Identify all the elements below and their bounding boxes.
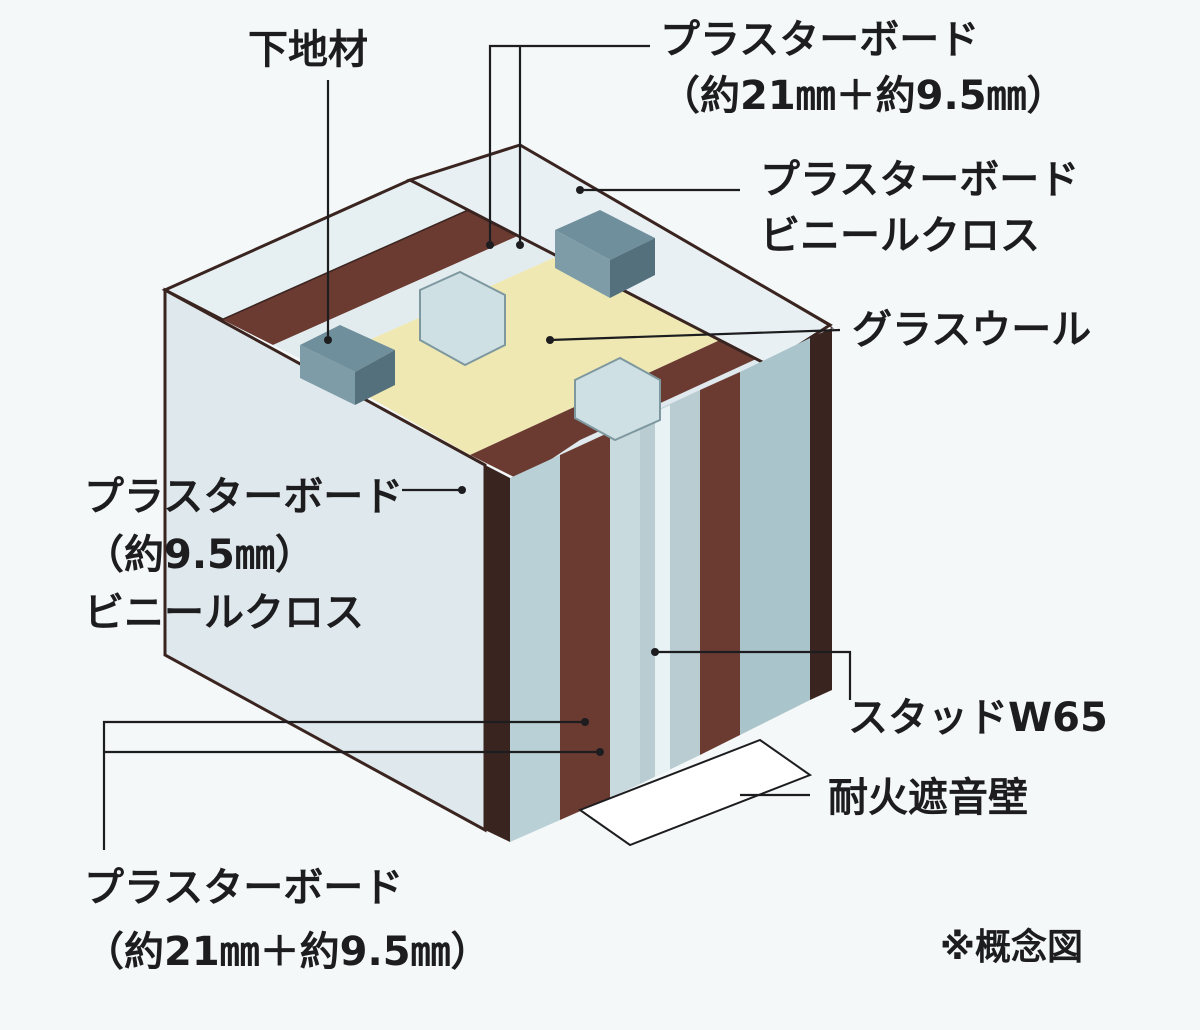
wall-sheet-outline (577, 738, 813, 847)
label-top-right-board: プラスターボード （約21㎜＋約9.5㎜） (660, 12, 1067, 124)
leader-dot (546, 336, 554, 344)
label-line: （約21㎜＋約9.5㎜） (84, 929, 491, 975)
label-glass-wool: グラスウール (852, 302, 1091, 358)
leader-dot (576, 186, 584, 194)
leader-dot (458, 486, 466, 494)
leader-bottom (102, 720, 585, 850)
leader-dot (596, 748, 604, 756)
stud-channel-2 (574, 356, 661, 442)
base-blocks (300, 210, 655, 405)
label-line: ビニールクロス (84, 590, 364, 636)
label-base-material: 下地材 (248, 22, 368, 78)
glass-wool-top (313, 255, 720, 455)
front-brown-board-top (223, 210, 520, 345)
label-note-text: ※概念図 (940, 927, 1083, 968)
front-board-edge (485, 465, 510, 842)
stud-channel-1 (419, 270, 506, 367)
leader-dots (324, 186, 659, 756)
front-face (163, 287, 832, 842)
label-mid-right-board: プラスターボード ビニールクロス (760, 152, 1079, 264)
base-block-front-face (355, 350, 395, 405)
label-glass-wool-text: グラスウール (852, 307, 1092, 353)
leader-dot (581, 718, 589, 726)
label-left-board: プラスターボード （約9.5㎜） ビニールクロス (84, 468, 403, 642)
label-stud-text: スタッドW65 (848, 695, 1108, 741)
inner-gypsum-side (610, 418, 640, 798)
leader-dot (324, 336, 332, 344)
label-fireproof-wall: 耐火遮音壁 (828, 770, 1028, 826)
label-line: プラスターボード (760, 157, 1080, 203)
stud-flange (655, 405, 670, 777)
label-conceptual-note: ※概念図 (940, 920, 1083, 976)
leader-stud (655, 650, 852, 700)
stud-channels (419, 270, 661, 442)
back-board-edge (810, 328, 832, 700)
front-board-side (510, 455, 560, 842)
base-block-rear-side (555, 230, 610, 298)
label-line: （約9.5㎜） (84, 532, 315, 578)
label-line: ビニールクロス (760, 213, 1040, 259)
label-line: プラスターボード (84, 474, 404, 520)
base-block-front-top (300, 325, 395, 372)
brown-board-side (560, 432, 610, 820)
base-block-front-side (300, 345, 355, 405)
leader-dot (651, 648, 659, 656)
label-stud: スタッドW65 (848, 690, 1108, 746)
back-brown-board-side (700, 372, 740, 755)
label-line: プラスターボード (84, 865, 404, 911)
label-line: プラスターボード (660, 17, 980, 63)
leader-dot (486, 241, 494, 249)
leader-dot (516, 241, 524, 249)
leader-top-right (488, 44, 650, 245)
leader-glasswool (549, 328, 841, 342)
back-gypsum-side (740, 338, 810, 735)
label-base-material-text: 下地材 (248, 27, 368, 73)
base-block-rear-top (555, 210, 655, 260)
label-bottom-board: プラスターボード （約21㎜＋約9.5㎜） (84, 856, 491, 984)
label-fireproof-wall-text: 耐火遮音壁 (828, 775, 1028, 821)
base-block-rear-face (610, 238, 655, 298)
leader-lines (102, 44, 852, 850)
label-line: （約21㎜＋約9.5㎜） (660, 73, 1067, 119)
